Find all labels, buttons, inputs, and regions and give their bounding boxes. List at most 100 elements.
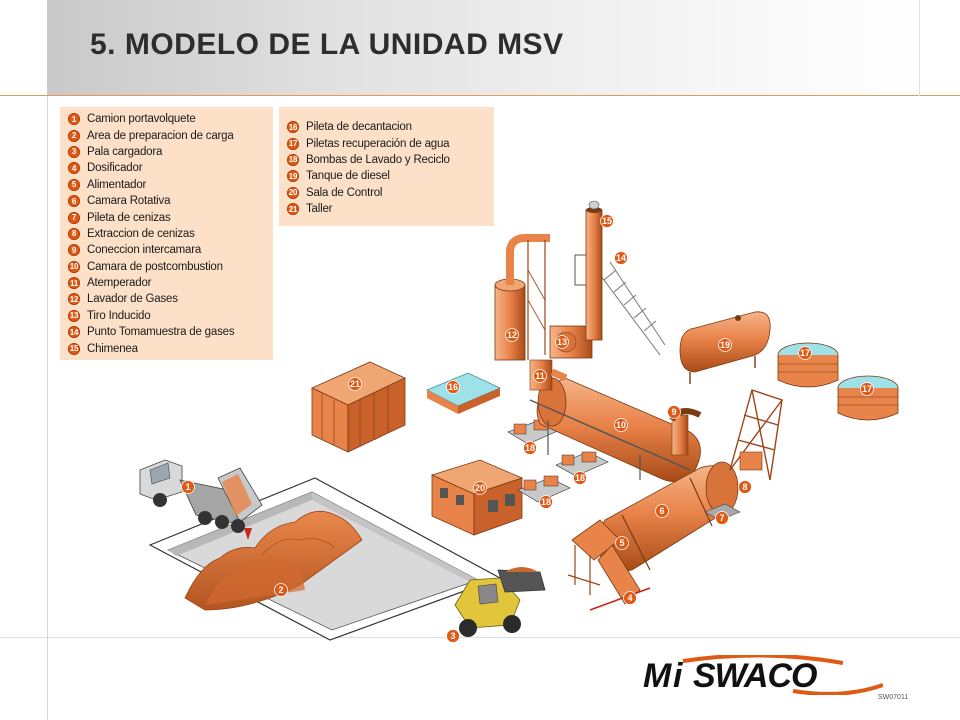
svg-text:2: 2 xyxy=(278,585,283,595)
legend-item: 5 Alimentador xyxy=(68,177,234,193)
svg-text:i: i xyxy=(673,657,684,695)
marker-6: 6 xyxy=(655,504,669,518)
number-badge: 15 xyxy=(68,342,80,355)
legend-label: Pileta de cenizas xyxy=(87,211,171,224)
number-badge: 17 xyxy=(287,137,299,150)
number-badge: 1 xyxy=(68,113,80,126)
svg-text:20: 20 xyxy=(475,483,485,493)
legend-item: 19 Tanque de diesel xyxy=(287,168,450,184)
svg-text:21: 21 xyxy=(350,379,360,389)
footer-code: SW07011 xyxy=(878,694,909,701)
chimney xyxy=(585,200,603,341)
svg-text:6: 6 xyxy=(659,506,664,516)
number-badge: 7 xyxy=(68,211,80,224)
legend-label: Sala de Control xyxy=(306,186,383,199)
legend-item: 7 Pileta de cenizas xyxy=(68,209,234,225)
number-badge: 19 xyxy=(287,170,299,183)
number-badge: 14 xyxy=(68,326,80,339)
marker-14: 14 xyxy=(614,251,628,265)
marker-3: 3 xyxy=(446,629,460,643)
svg-text:5: 5 xyxy=(619,538,624,548)
svg-text:18: 18 xyxy=(525,443,535,453)
legend-label: Dosificador xyxy=(87,162,143,175)
number-badge: 13 xyxy=(68,309,80,322)
marker-17: 17 xyxy=(860,382,874,396)
marker-7: 7 xyxy=(715,511,729,525)
gas-scrubber xyxy=(494,234,550,361)
marker-11: 11 xyxy=(533,369,547,383)
washing-pumps xyxy=(507,419,609,503)
legend-label: Bombas de Lavado y Reciclo xyxy=(306,153,450,166)
svg-text:18: 18 xyxy=(541,497,551,507)
svg-text:12: 12 xyxy=(507,330,517,340)
workshop-container xyxy=(311,361,406,453)
header-background xyxy=(47,0,920,95)
number-badge: 4 xyxy=(68,162,80,175)
number-badge: 18 xyxy=(287,153,299,166)
number-badge: 11 xyxy=(68,277,80,290)
marker-8: 8 xyxy=(738,480,752,494)
number-badge: 5 xyxy=(68,178,80,191)
marker-10: 10 xyxy=(614,418,628,432)
marker-18: 18 xyxy=(573,471,587,485)
legend-label: Alimentador xyxy=(87,178,147,191)
svg-text:SWACO: SWACO xyxy=(693,657,817,695)
marker-19: 19 xyxy=(718,338,732,352)
settling-pool xyxy=(426,372,501,414)
left-rule xyxy=(47,96,48,720)
legend-label: Tanque de diesel xyxy=(306,170,390,183)
legend-item: 18 Bombas de Lavado y Reciclo xyxy=(287,152,450,168)
legend-item: 4 Dosificador xyxy=(68,160,234,176)
legend-label: Tiro Inducido xyxy=(87,309,151,322)
svg-text:M: M xyxy=(643,657,672,695)
svg-text:13: 13 xyxy=(557,337,567,347)
marker-1: 1 xyxy=(181,480,195,494)
dump-truck xyxy=(139,459,263,533)
svg-text:9: 9 xyxy=(671,407,676,417)
number-badge: 12 xyxy=(68,293,80,306)
marker-2: 2 xyxy=(274,583,288,597)
svg-text:3: 3 xyxy=(450,631,455,641)
legend-item: 1 Camion portavolquete xyxy=(68,111,234,127)
number-badge: 20 xyxy=(287,186,299,199)
svg-text:14: 14 xyxy=(616,253,626,263)
legend-label: Coneccion intercamara xyxy=(87,244,202,257)
marker-18: 18 xyxy=(523,441,537,455)
marker-20: 20 xyxy=(473,481,487,495)
marker-15: 15 xyxy=(600,214,614,228)
svg-text:7: 7 xyxy=(719,513,724,523)
marker-13: 13 xyxy=(555,335,569,349)
marker-21: 21 xyxy=(348,377,362,391)
legend-label: Pileta de decantacion xyxy=(306,121,412,134)
svg-text:11: 11 xyxy=(535,371,545,381)
number-badge: 8 xyxy=(68,227,80,240)
ash-extraction-frame xyxy=(729,389,783,481)
legend-item: 20 Sala de Control xyxy=(287,185,450,201)
page-title: 5. MODELO DE LA UNIDAD MSV xyxy=(90,28,564,61)
marker-5: 5 xyxy=(615,536,629,550)
legend-item: 9 Coneccion intercamara xyxy=(68,242,234,258)
svg-text:1: 1 xyxy=(185,482,190,492)
svg-text:19: 19 xyxy=(720,340,730,350)
mi-swaco-logo: M i SWACO xyxy=(643,655,883,695)
marker-9: 9 xyxy=(667,405,681,419)
legend-label: Camara de postcombustion xyxy=(87,260,223,273)
svg-text:10: 10 xyxy=(616,420,626,430)
marker-16: 16 xyxy=(446,380,460,394)
gas-sampling-platform xyxy=(574,254,666,356)
number-badge: 9 xyxy=(68,244,80,257)
header-divider xyxy=(0,95,960,96)
legend-label: Camion portavolquete xyxy=(87,113,196,126)
